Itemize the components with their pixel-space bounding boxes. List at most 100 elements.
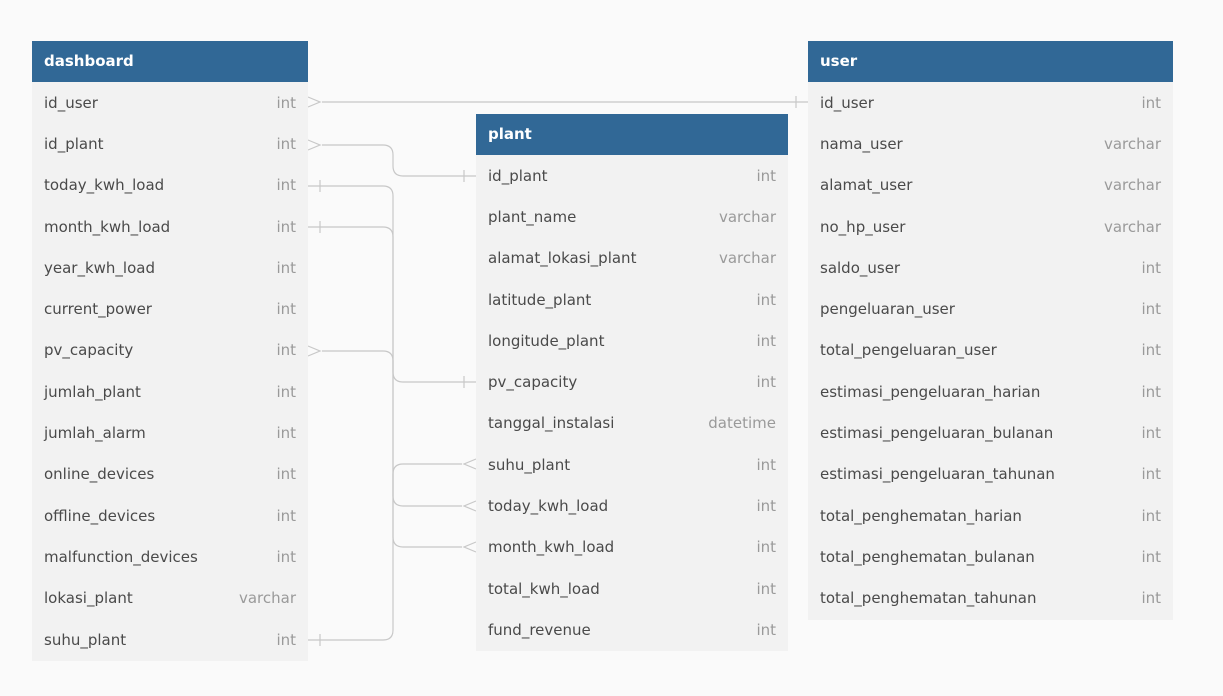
- column-name: total_penghematan_tahunan: [820, 589, 1037, 608]
- column-type: int: [1141, 465, 1161, 484]
- table-row[interactable]: jumlah_plant int: [32, 371, 308, 412]
- column-type: int: [1141, 258, 1161, 277]
- column-name: total_penghematan_harian: [820, 506, 1022, 525]
- column-type: int: [276, 506, 296, 525]
- column-name: today_kwh_load: [44, 176, 165, 195]
- table-row[interactable]: estimasi_pengeluaran_bulanan int: [808, 412, 1173, 453]
- column-type: int: [1141, 424, 1161, 443]
- table-row[interactable]: year_kwh_load int: [32, 247, 308, 288]
- column-name: total_kwh_load: [488, 579, 600, 598]
- column-type: int: [276, 134, 296, 153]
- column-type: int: [276, 630, 296, 649]
- column-type: int: [1141, 93, 1161, 112]
- crowfoot-plant-month_kwh_load: [462, 541, 477, 553]
- table-row[interactable]: offline_devices int: [32, 495, 308, 536]
- column-name: total_penghematan_bulanan: [820, 547, 1035, 566]
- table-title[interactable]: plant: [476, 114, 788, 155]
- column-name: no_hp_user: [820, 217, 906, 236]
- column-type: varchar: [1103, 134, 1161, 153]
- column-name: saldo_user: [820, 258, 901, 277]
- table-row[interactable]: fund_revenue int: [476, 609, 788, 650]
- column-name: tanggal_instalasi: [488, 414, 615, 433]
- column-name: malfunction_devices: [44, 547, 198, 566]
- table-row[interactable]: estimasi_pengeluaran_harian int: [808, 371, 1173, 412]
- column-name: id_user: [44, 93, 98, 112]
- column-name: plant_name: [488, 207, 577, 226]
- table-row[interactable]: id_user int: [32, 82, 308, 123]
- table-row[interactable]: total_pengeluaran_user int: [808, 330, 1173, 371]
- link-dashboard-id_plant-plant-id_plant: [322, 144, 476, 177]
- table-row[interactable]: tanggal_instalasi datetime: [476, 403, 788, 444]
- table-row[interactable]: total_penghematan_tahunan int: [808, 578, 1173, 619]
- column-type: int: [276, 382, 296, 401]
- column-type: int: [276, 93, 296, 112]
- link-plant-month_kwh_load-dashboard-month_kwh_load: [308, 226, 462, 548]
- column-type: int: [1141, 589, 1161, 608]
- column-name: pv_capacity: [488, 373, 578, 392]
- table-row[interactable]: saldo_user int: [808, 247, 1173, 288]
- column-name: id_plant: [44, 134, 104, 153]
- table-title[interactable]: dashboard: [32, 41, 308, 82]
- column-type: varchar: [718, 249, 776, 268]
- column-name: estimasi_pengeluaran_bulanan: [820, 424, 1054, 443]
- column-name: online_devices: [44, 465, 155, 484]
- column-type: int: [276, 258, 296, 277]
- table-row[interactable]: id_plant int: [32, 123, 308, 164]
- column-name: jumlah_plant: [44, 382, 141, 401]
- column-name: offline_devices: [44, 506, 156, 525]
- column-name: current_power: [44, 300, 152, 319]
- column-type: int: [1141, 341, 1161, 360]
- column-name: month_kwh_load: [488, 538, 615, 557]
- table-row[interactable]: no_hp_user varchar: [808, 206, 1173, 247]
- column-type: varchar: [1103, 217, 1161, 236]
- column-type: int: [1141, 382, 1161, 401]
- column-type: int: [276, 341, 296, 360]
- column-name: today_kwh_load: [488, 497, 609, 516]
- column-name: fund_revenue: [488, 620, 591, 639]
- table-title[interactable]: user: [808, 41, 1173, 82]
- column-type: varchar: [718, 207, 776, 226]
- column-type: int: [1141, 300, 1161, 319]
- column-name: id_plant: [488, 166, 548, 185]
- table-row[interactable]: plant_name varchar: [476, 196, 788, 237]
- column-type: int: [276, 465, 296, 484]
- column-name: month_kwh_load: [44, 217, 171, 236]
- column-name: total_pengeluaran_user: [820, 341, 997, 360]
- column-type: int: [756, 620, 776, 639]
- column-name: estimasi_pengeluaran_harian: [820, 382, 1041, 401]
- column-name: latitude_plant: [488, 290, 592, 309]
- table-row[interactable]: online_devices int: [32, 454, 308, 495]
- column-name: longitude_plant: [488, 331, 605, 350]
- column-name: year_kwh_load: [44, 258, 155, 277]
- column-type: datetime: [708, 414, 776, 433]
